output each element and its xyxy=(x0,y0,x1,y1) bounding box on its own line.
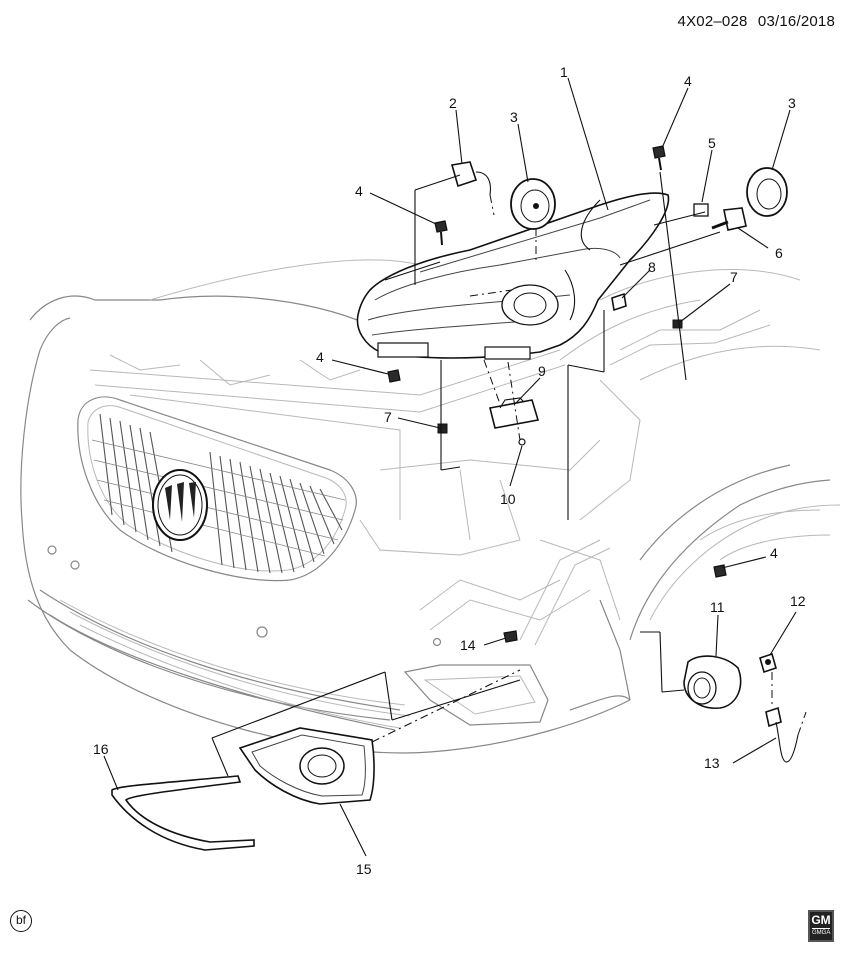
callout-9: 9 xyxy=(538,363,546,379)
fog-lamp-bezel-part-15 xyxy=(238,727,375,805)
wiring-connector-part-2 xyxy=(450,161,495,216)
headlamp-cap-part-3b xyxy=(746,167,788,217)
callout-4a: 4 xyxy=(684,73,692,89)
callout-15: 15 xyxy=(356,861,372,877)
headlamp-cap-part-3a xyxy=(510,178,556,230)
trim-strip-part-16 xyxy=(111,775,255,851)
control-module-part-9 xyxy=(489,397,540,429)
bulb-part-6 xyxy=(711,207,747,231)
callout-labels: 1 2 3 3 4 4 4 4 5 6 7 7 8 9 10 11 12 13 … xyxy=(93,64,806,877)
callout-4c: 4 xyxy=(316,349,324,365)
nut-part-7a xyxy=(672,319,683,329)
callout-12: 12 xyxy=(790,593,806,609)
callout-10: 10 xyxy=(500,491,516,507)
fog-bulb-part-12 xyxy=(759,652,777,674)
headlamp-assembly xyxy=(356,192,670,360)
callout-leaders xyxy=(103,77,797,857)
gm-logo-text: GM xyxy=(811,913,831,927)
callout-8: 8 xyxy=(648,259,656,275)
fog-harness-part-13 xyxy=(765,672,807,763)
callout-2: 2 xyxy=(449,95,457,111)
retainer-part-14 xyxy=(503,630,518,643)
callout-6: 6 xyxy=(775,245,783,261)
screw-part-4 xyxy=(387,145,727,578)
callout-4b: 4 xyxy=(355,183,363,199)
callout-5: 5 xyxy=(708,135,716,151)
callout-14: 14 xyxy=(460,637,476,653)
gm-logo: GM GMGA xyxy=(808,910,834,942)
bracket-part-5 xyxy=(693,203,709,217)
callout-7a: 7 xyxy=(730,269,738,285)
front-grille xyxy=(77,396,357,582)
callout-4d: 4 xyxy=(770,545,778,561)
diagram-date: 03/16/2018 xyxy=(757,13,835,30)
fastener-part-10 xyxy=(518,438,526,446)
diagram-header: 4X02–028 03/16/2018 xyxy=(678,13,835,30)
fog-lamp-part-11 xyxy=(683,655,742,709)
gm-logo-subtext: GMGA xyxy=(812,928,831,936)
callout-11: 11 xyxy=(710,599,725,615)
assembly-lines xyxy=(211,171,721,777)
vehicle-body-outline xyxy=(20,259,841,754)
nut-part-7b xyxy=(437,423,448,434)
bf-mark: bf xyxy=(10,910,32,932)
diagram-code: 4X02–028 xyxy=(677,13,748,30)
callout-1: 1 xyxy=(560,64,568,80)
callout-3a: 3 xyxy=(510,109,518,125)
callout-16: 16 xyxy=(93,741,109,757)
callout-13: 13 xyxy=(704,755,720,771)
callout-7b: 7 xyxy=(384,409,392,425)
callout-3b: 3 xyxy=(788,95,796,111)
